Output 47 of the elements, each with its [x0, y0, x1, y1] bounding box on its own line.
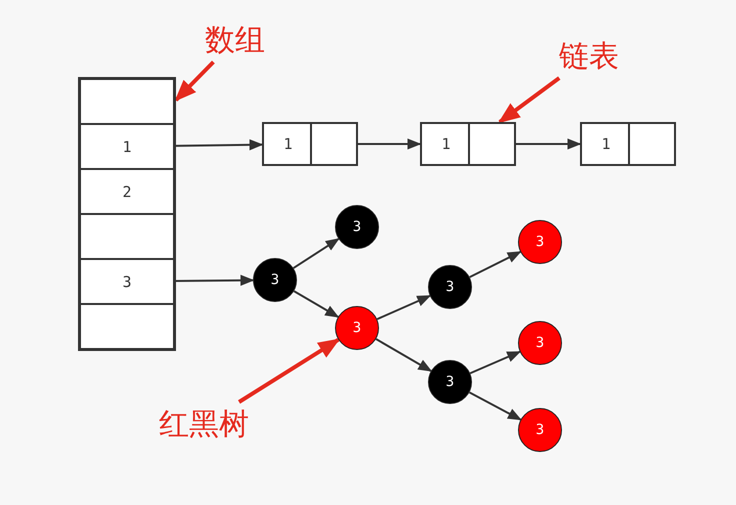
- arrow: [516, 138, 582, 150]
- tree-node-circle: [253, 258, 297, 302]
- node-value: 3: [446, 279, 454, 295]
- tree-node-circle: [518, 220, 562, 264]
- leader-arrow: [174, 60, 215, 102]
- cell-value: 3: [122, 272, 132, 290]
- callout-label: 链表: [559, 38, 619, 76]
- node-value: 1: [440, 135, 452, 153]
- node-value: 1: [600, 135, 612, 153]
- tree-node-circle: [335, 306, 379, 350]
- arrow: [358, 138, 422, 150]
- tree-node-circle: [518, 408, 562, 452]
- linked-list-node: [580, 122, 676, 166]
- array-cell: [80, 79, 174, 124]
- array-box: [78, 77, 176, 351]
- arrow: [293, 290, 340, 318]
- node-value: 3: [536, 335, 544, 351]
- callout-label: 红黑树: [159, 406, 249, 444]
- tree-node-circle: [428, 265, 472, 309]
- cell-value: 1: [122, 138, 132, 156]
- linked-list-node: [420, 122, 516, 166]
- node-value: 3: [270, 272, 280, 288]
- array-cell: [80, 214, 174, 259]
- node-value: 3: [446, 374, 454, 390]
- node-value: 3: [536, 234, 544, 250]
- leader-arrow: [498, 76, 560, 124]
- node-value: 1: [282, 135, 294, 153]
- tree-node-circle: [335, 205, 379, 249]
- arrow: [469, 250, 522, 278]
- arrow: [376, 338, 432, 372]
- array-cell: [80, 304, 174, 349]
- node-value: 3: [352, 219, 362, 235]
- array-cell: [80, 169, 174, 214]
- arrow: [468, 391, 522, 421]
- array-cell: [80, 259, 174, 304]
- arrow: [292, 238, 340, 269]
- tree-node-circle: [428, 360, 472, 404]
- callout-label: 数组: [205, 22, 265, 60]
- node-value: 3: [352, 320, 362, 336]
- linked-list-node: [262, 122, 358, 166]
- leader-arrow: [238, 338, 340, 404]
- tree-node-circle: [518, 321, 562, 365]
- cell-value: 2: [122, 182, 132, 200]
- arrow: [376, 294, 432, 320]
- node-value: 3: [536, 422, 544, 438]
- array-cell: [80, 124, 174, 169]
- arrow: [470, 350, 522, 374]
